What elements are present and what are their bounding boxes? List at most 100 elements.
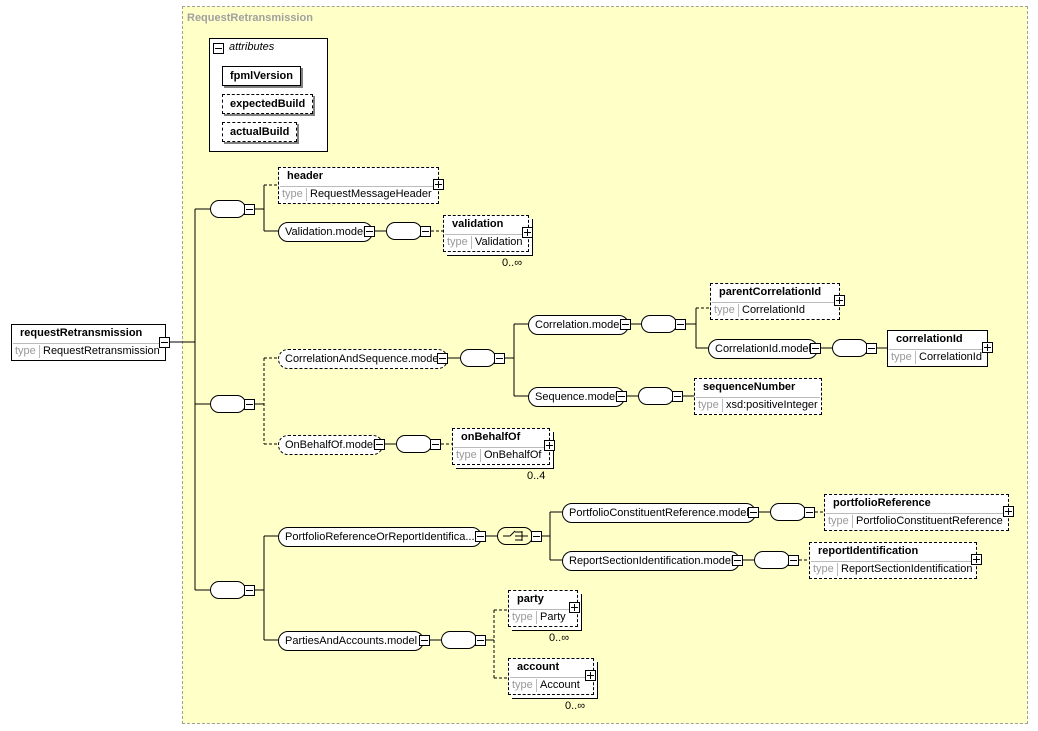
- root-element-name: requestRetransmission: [20, 327, 143, 339]
- collapse-correlationid-model-icon[interactable]: [810, 343, 821, 354]
- portfolio-constituent-model-group[interactable]: PortfolioConstituentReference.model: [562, 503, 756, 523]
- sequence-compositor[interactable]: [386, 222, 422, 240]
- type-value: RequestMessageHeader: [306, 188, 432, 201]
- expand-parentcorrelationid-icon[interactable]: [834, 295, 845, 306]
- collapse-sequence-icon[interactable]: [672, 391, 683, 402]
- collapse-sequence-model-icon[interactable]: [616, 391, 627, 402]
- collapse-sequence-icon[interactable]: [475, 635, 486, 646]
- type-label: type: [714, 304, 735, 316]
- type-value: Validation: [471, 236, 523, 249]
- cardinality-label: 0..∞: [565, 700, 586, 712]
- sequence-model-group[interactable]: Sequence.model: [528, 387, 625, 407]
- parties-and-accounts-model-group[interactable]: PartiesAndAccounts.model: [278, 631, 425, 651]
- collapse-attributes-icon[interactable]: [213, 43, 224, 54]
- type-label: type: [456, 449, 477, 461]
- attribute-fpmlversion[interactable]: fpmlVersion: [222, 66, 301, 86]
- onbehalfof-model-group[interactable]: OnBehalfOf.model: [278, 435, 383, 455]
- expand-header-icon[interactable]: [433, 179, 444, 190]
- collapse-sequence-icon[interactable]: [866, 343, 877, 354]
- sequence-compositor[interactable]: [460, 349, 496, 367]
- type-label: type: [891, 351, 912, 363]
- type-value: PortfolioConstituentReference: [852, 515, 1003, 528]
- expand-account-icon[interactable]: [585, 670, 596, 681]
- collapse-report-section-icon[interactable]: [732, 555, 743, 566]
- collapse-sequence-icon[interactable]: [804, 507, 815, 518]
- collapse-sequence-icon[interactable]: [675, 319, 686, 330]
- element-name: portfolioReference: [833, 497, 931, 509]
- collapse-root-icon[interactable]: [159, 337, 170, 348]
- collapse-sequence-icon[interactable]: [420, 226, 431, 237]
- sequence-compositor[interactable]: [638, 387, 674, 405]
- collapse-sequence-icon[interactable]: [788, 555, 799, 566]
- validation-model-group[interactable]: Validation.model: [278, 222, 373, 242]
- sequence-compositor[interactable]: [641, 315, 677, 333]
- sequence-compositor[interactable]: [441, 631, 477, 649]
- type-label: type: [512, 611, 533, 623]
- sequence-compositor[interactable]: [832, 339, 868, 357]
- correlation-and-sequence-model-group[interactable]: CorrelationAndSequence.model: [278, 349, 448, 369]
- sequence-compositor[interactable]: [770, 503, 806, 521]
- collapse-correlation-model-icon[interactable]: [620, 319, 631, 330]
- type-label: type: [512, 679, 533, 691]
- correlationid-model-group[interactable]: CorrelationId.model: [708, 339, 818, 359]
- choice-compositor[interactable]: [497, 527, 533, 545]
- collapse-sequence-icon[interactable]: [430, 439, 441, 450]
- sequence-compositor[interactable]: [210, 395, 246, 413]
- element-name: header: [287, 170, 324, 182]
- cardinality-label: 0..4: [527, 470, 546, 482]
- attribute-expectedbuild[interactable]: expectedBuild: [222, 94, 314, 114]
- sequence-compositor[interactable]: [210, 200, 246, 218]
- type-label: type: [15, 345, 36, 357]
- collapse-sequence-icon[interactable]: [244, 399, 255, 410]
- report-section-model-group[interactable]: ReportSectionIdentification.model: [562, 551, 741, 571]
- collapse-portfolio-constituent-icon[interactable]: [748, 507, 759, 518]
- collapse-choice-icon[interactable]: [531, 531, 542, 542]
- type-value: RequestRetransmission: [39, 345, 160, 358]
- sequence-compositor[interactable]: [754, 551, 790, 569]
- collapse-parties-and-accounts-icon[interactable]: [419, 635, 430, 646]
- type-value: OnBehalfOf: [480, 449, 541, 462]
- type-label: type: [447, 236, 468, 248]
- type-label: type: [813, 563, 834, 575]
- type-value: CorrelationId: [915, 351, 982, 364]
- element-name: correlationId: [896, 333, 963, 345]
- expand-party-icon[interactable]: [569, 602, 580, 613]
- element-name: validation: [452, 218, 504, 230]
- collapse-sequence-icon[interactable]: [244, 585, 255, 596]
- collapse-onbehalfof-model-icon[interactable]: [374, 439, 385, 450]
- type-value: CorrelationId: [738, 304, 805, 317]
- collapse-correlation-and-sequence-icon[interactable]: [437, 353, 448, 364]
- element-name: party: [517, 593, 544, 605]
- type-value: ReportSectionIdentification: [837, 563, 972, 576]
- portfolio-or-report-model-group[interactable]: PortfolioReferenceOrReportIdentifica...: [278, 527, 482, 547]
- attribute-actualbuild[interactable]: actualBuild: [222, 122, 298, 142]
- complex-type-title: RequestRetransmission: [187, 12, 313, 24]
- collapse-sequence-icon[interactable]: [494, 353, 505, 364]
- expand-correlationid-icon[interactable]: [982, 342, 993, 353]
- sequence-compositor[interactable]: [396, 435, 432, 453]
- type-value: Account: [536, 679, 580, 692]
- expand-reportidentification-icon[interactable]: [971, 554, 982, 565]
- sequence-compositor[interactable]: [210, 581, 246, 599]
- correlation-model-group[interactable]: Correlation.model: [528, 315, 629, 335]
- collapse-sequence-icon[interactable]: [244, 204, 255, 215]
- collapse-validation-model-icon[interactable]: [364, 226, 375, 237]
- expand-portfolioreference-icon[interactable]: [1003, 506, 1014, 517]
- element-name: account: [517, 661, 560, 673]
- element-name: parentCorrelationId: [719, 286, 822, 298]
- expand-onbehalfof-icon[interactable]: [544, 440, 555, 451]
- expand-validation-icon[interactable]: [522, 227, 533, 238]
- collapse-portfolio-or-report-icon[interactable]: [475, 531, 486, 542]
